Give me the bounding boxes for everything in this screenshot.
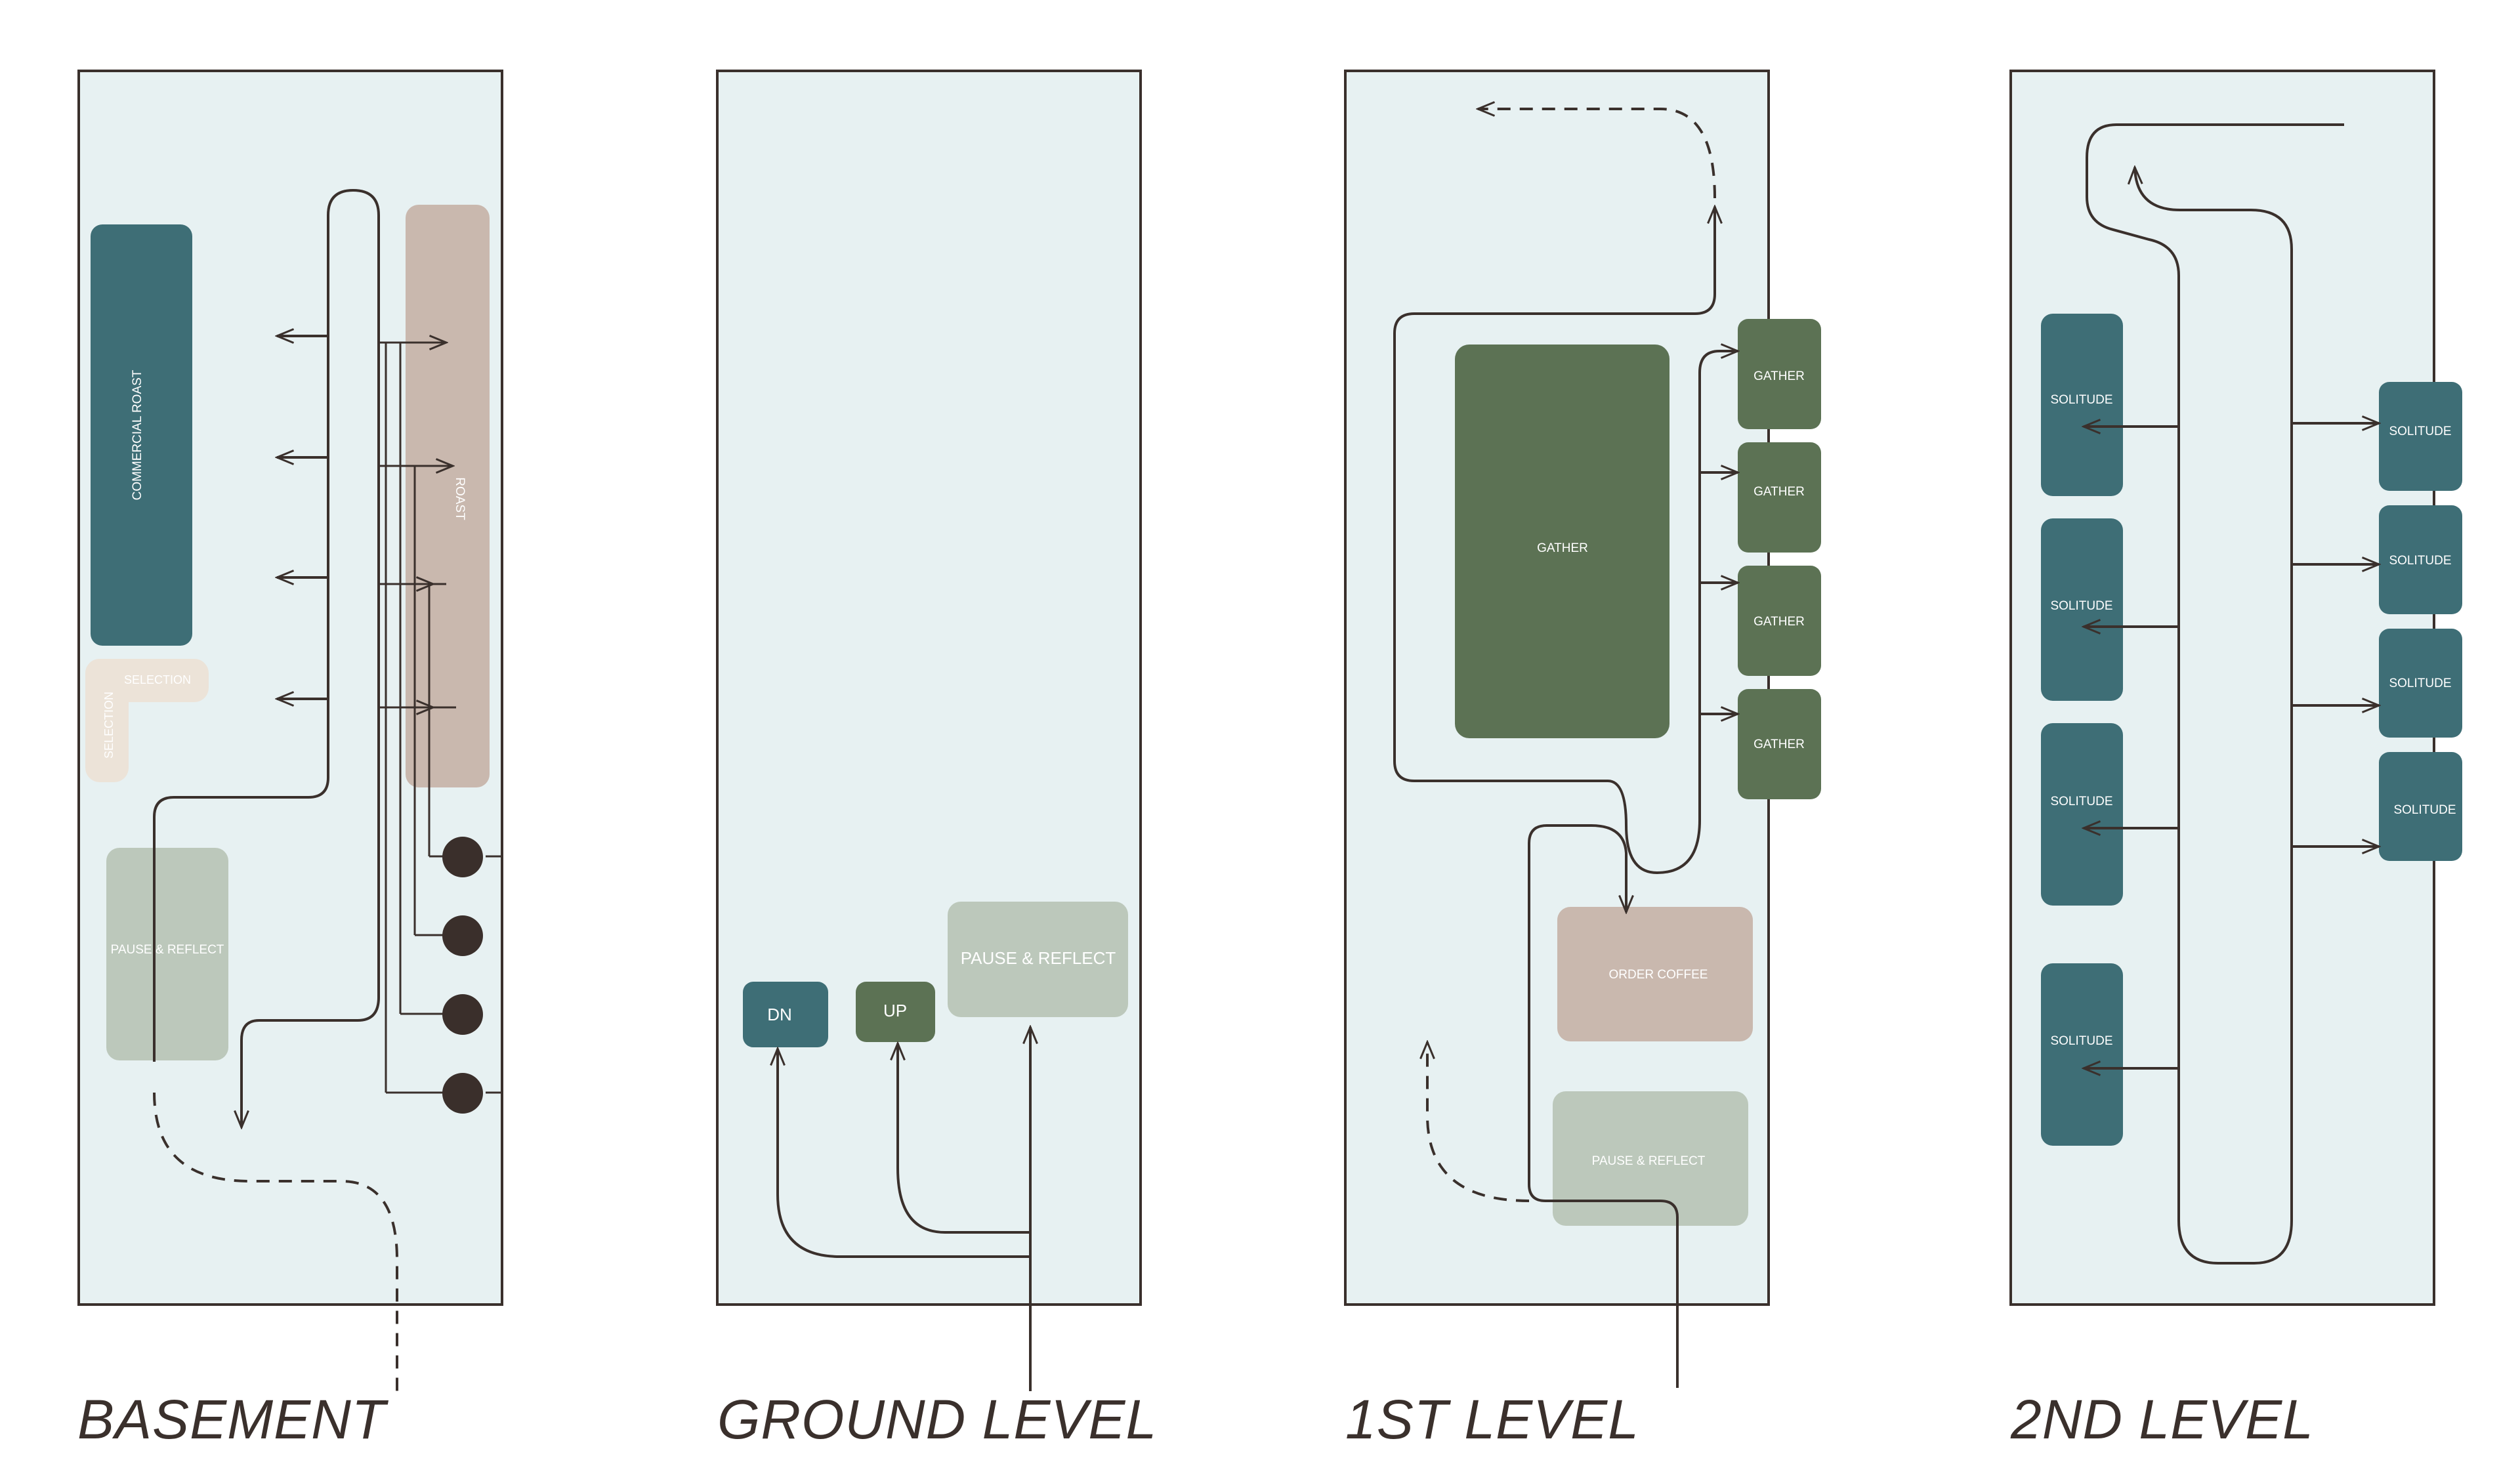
pause-reflect-zone <box>948 902 1128 1017</box>
solitude-left-4-label: SOLITUDE <box>2050 1034 2112 1048</box>
selection-zone <box>85 659 209 782</box>
solitude-left-1-label: SOLITUDE <box>2050 393 2112 407</box>
second-title: 2ND LEVEL <box>2010 1389 2314 1450</box>
selection-label-horizontal: SELECTION <box>124 673 191 686</box>
solitude-right-1 <box>2379 382 2462 491</box>
dashed-exit-path-bottom <box>1427 1042 1530 1202</box>
roast-label: ROAST <box>453 477 467 520</box>
down-stair-label: DN <box>767 1005 792 1024</box>
solitude-right-4-label: SOLITUDE <box>2393 803 2456 817</box>
basement-title: BASEMENT <box>77 1389 389 1450</box>
solitude-right-1-label: SOLITUDE <box>2389 425 2451 438</box>
gather-booth-4-label: GATHER <box>1754 738 1805 751</box>
dashed-exit-path-top <box>1478 109 1716 199</box>
solitude-right-4 <box>2379 752 2462 861</box>
second-circulation <box>2084 123 2379 1265</box>
commercial-roast-zone <box>91 224 192 646</box>
gather-booth-2 <box>1738 442 1821 553</box>
up-stair-zone <box>856 982 935 1042</box>
up-stair-label: UP <box>883 1001 907 1020</box>
roaster-dot-4 <box>442 1073 483 1114</box>
gather-booth-4 <box>1738 689 1821 799</box>
roaster-dot-1 <box>442 837 483 877</box>
pause-reflect-zone <box>106 848 228 1060</box>
solitude-right-3-label: SOLITUDE <box>2389 677 2451 690</box>
ground-title: GROUND LEVEL <box>717 1389 1157 1450</box>
gather-booth-1 <box>1738 319 1821 429</box>
solitude-right-2-label: SOLITUDE <box>2389 554 2451 568</box>
ground-level-plan: DN UP PAUSE & REFLECT GROUND LEVEL <box>716 70 1157 1450</box>
pause-reflect-zone <box>1553 1091 1748 1226</box>
solitude-left-2-label: SOLITUDE <box>2050 599 2112 613</box>
first-circulation <box>1393 207 1738 1388</box>
solitude-left-3 <box>2041 723 2123 906</box>
ground-panel <box>716 70 1142 1306</box>
roaster-dot-2 <box>442 915 483 956</box>
solitude-right-2 <box>2379 505 2462 614</box>
basement-plan: COMMERCIAL ROAST ROAST SELECTION SELECTI… <box>77 70 503 1450</box>
selection-label-vertical: SELECTION <box>102 692 116 759</box>
gather-booth-1-label: GATHER <box>1754 369 1805 383</box>
gather-booth-3 <box>1738 566 1821 676</box>
pause-reflect-label: PAUSE & REFLECT <box>111 943 224 957</box>
commercial-roast-label: COMMERCIAL ROAST <box>131 369 144 500</box>
gather-main-zone <box>1455 345 1670 738</box>
second-level-plan: SOLITUDE SOLITUDE SOLITUDE SOLITUDE SOLI… <box>2009 70 2462 1450</box>
circulation-path <box>153 188 380 1127</box>
ground-circulation <box>778 1027 1030 1391</box>
solitude-right-3 <box>2379 629 2462 738</box>
solitude-left-2 <box>2041 518 2123 701</box>
roast-zone <box>406 205 490 787</box>
roaster-dot-3 <box>442 994 483 1035</box>
solitude-left-4 <box>2041 963 2123 1146</box>
solitude-left-1 <box>2041 314 2123 496</box>
gather-main-label: GATHER <box>1537 541 1588 555</box>
dashed-entry-path <box>153 1092 398 1391</box>
order-coffee-label: ORDER COFFEE <box>1609 968 1708 982</box>
down-stair-zone <box>743 982 828 1047</box>
gather-booth-2-label: GATHER <box>1754 485 1805 499</box>
solitude-left-3-label: SOLITUDE <box>2050 795 2112 808</box>
order-coffee-zone <box>1557 907 1753 1041</box>
first-title: 1ST LEVEL <box>1345 1389 1639 1450</box>
pause-reflect-label: PAUSE & REFLECT <box>1592 1154 1706 1168</box>
gather-booth-3-label: GATHER <box>1754 615 1805 629</box>
first-level-plan: GATHER GATHER GATHER GATHER GATHER ORDER… <box>1344 70 1821 1450</box>
pause-reflect-label: PAUSE & REFLECT <box>961 948 1116 968</box>
